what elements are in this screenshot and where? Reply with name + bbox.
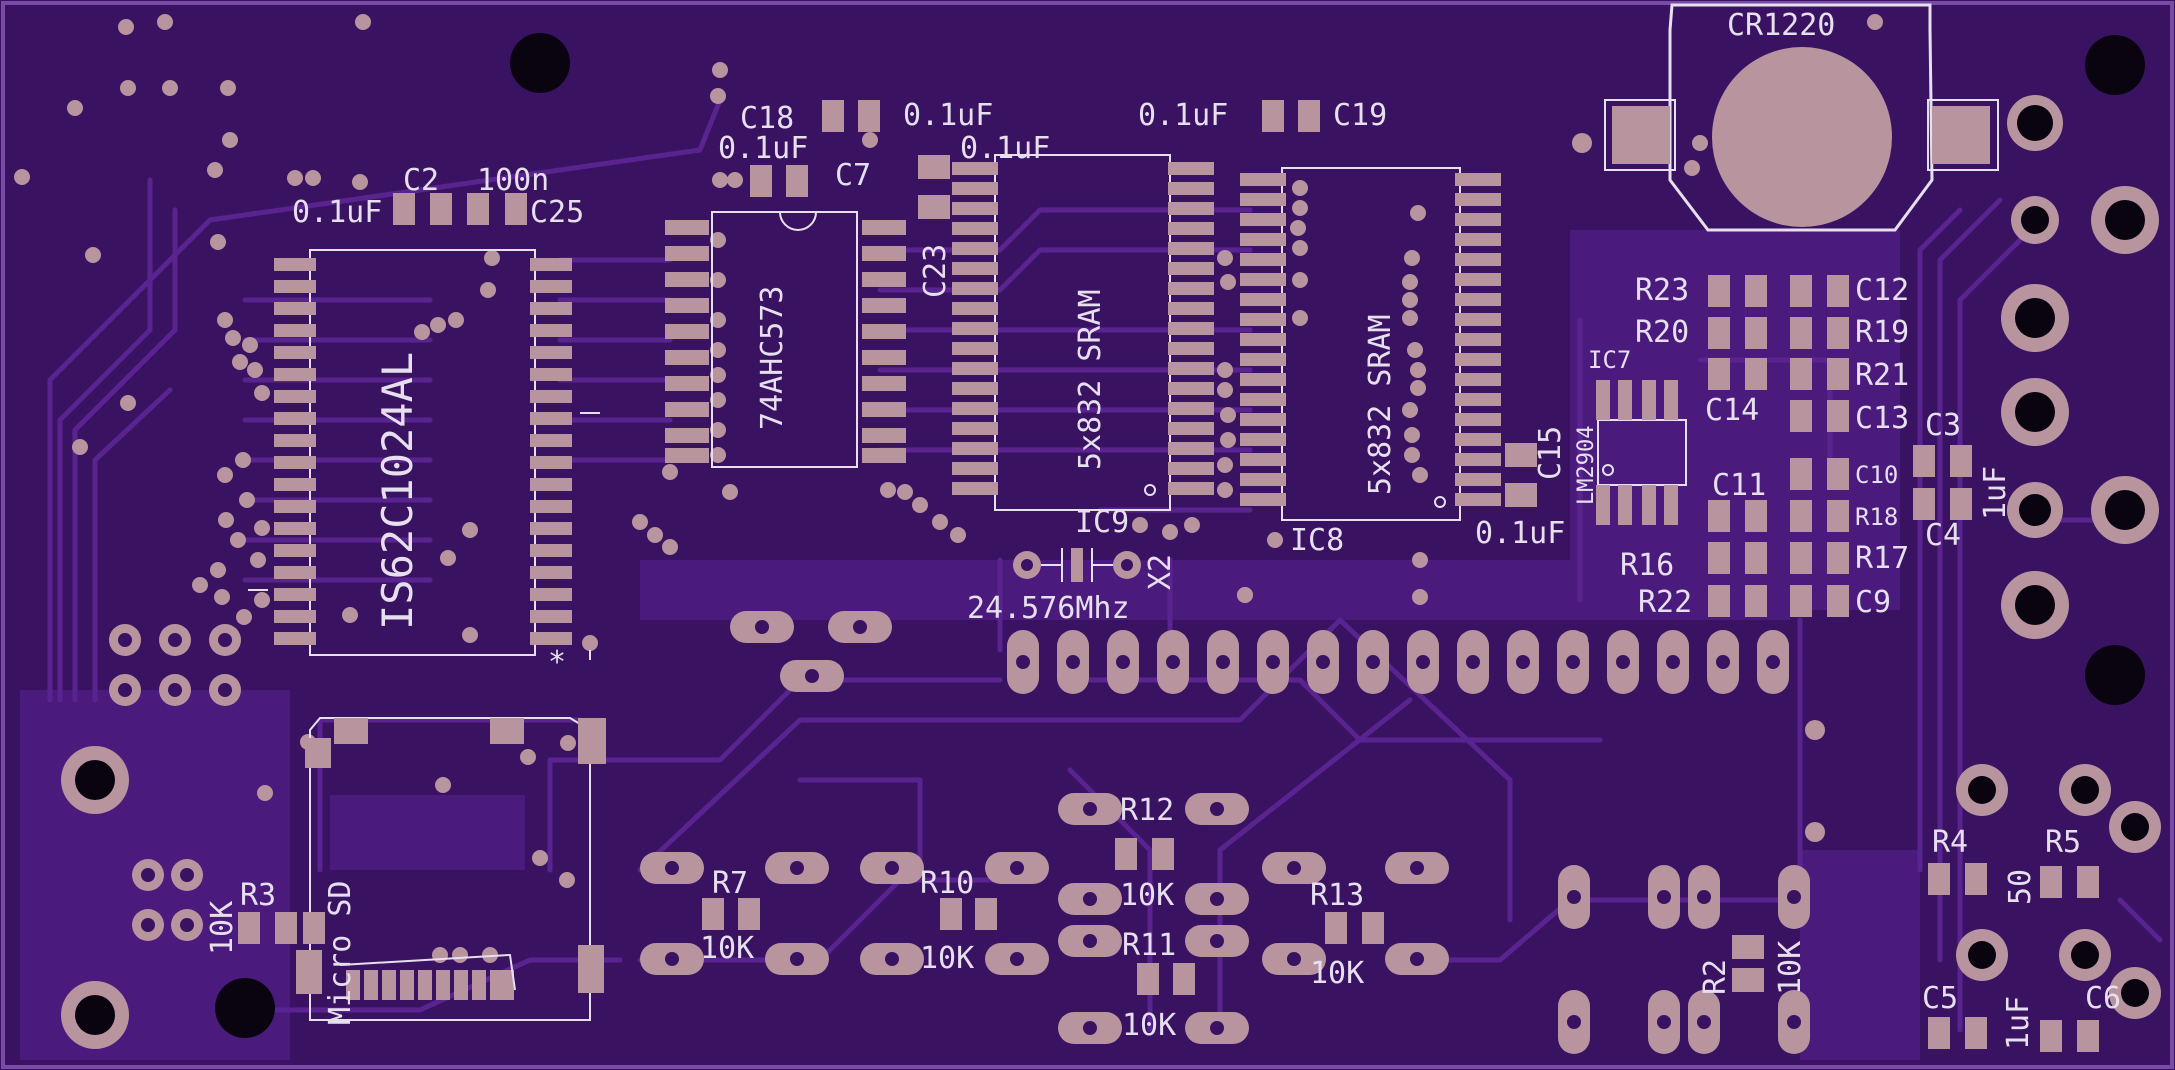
label-c15: C15 [1533, 426, 1568, 480]
label-c5c6-val: 1uF [2001, 996, 2036, 1050]
label-r12: R12 [1120, 793, 1174, 828]
label-c18: C18 [740, 101, 794, 136]
label-sram-1: 5x832 SRAM [1073, 289, 1108, 470]
label-c12: C12 [1855, 273, 1909, 308]
label-c14: C14 [1705, 393, 1759, 428]
label-c9: C9 [1855, 585, 1891, 620]
label-sram-2: 5x832 SRAM [1363, 314, 1398, 495]
label-c25: C25 [530, 195, 584, 230]
label-crystal-freq: 24.576Mhz [967, 591, 1130, 626]
label-c10: C10 [1855, 461, 1898, 489]
thru-hole-pads [109, 624, 241, 941]
label-c7-val: 0.1uF [718, 131, 808, 166]
label-r7: R7 [712, 866, 748, 901]
oval-pad-holes [665, 620, 1801, 1035]
label-x2: X2 [1143, 554, 1178, 590]
label-c11: C11 [1712, 468, 1766, 503]
copper-traces [47, 97, 2163, 1033]
mounting-holes [215, 33, 2145, 1038]
label-ic7: IC7 [1588, 346, 1631, 374]
label-r3-val: 10K [205, 901, 240, 955]
header-oval-holes [1016, 655, 1780, 669]
label-r13: R13 [1310, 878, 1364, 913]
label-r10: R10 [920, 866, 974, 901]
label-c19-val: 0.1uF [1138, 98, 1228, 133]
label-r2-val: 10K [1773, 941, 1808, 995]
label-c15-val: 0.1uF [1475, 516, 1565, 551]
ic-lm2904 [1596, 380, 1687, 525]
label-c19: C19 [1333, 98, 1387, 133]
label-r10-val: 10K [920, 941, 974, 976]
smd-passives [238, 100, 2099, 1052]
label-asterisk: * [548, 645, 566, 680]
label-r18: R18 [1855, 503, 1898, 531]
label-cr1220: CR1220 [1727, 8, 1835, 43]
ic-is62c1024al [248, 249, 600, 656]
label-r4: R4 [1932, 825, 1968, 860]
label-r20: R20 [1635, 315, 1689, 350]
ic-74ahc573 [665, 211, 906, 468]
label-r13-val: 10K [1310, 956, 1364, 991]
label-c18-val: 0.1uF [903, 98, 993, 133]
label-micro-sd: Micro SD [323, 881, 358, 1026]
label-ic8: IC8 [1290, 523, 1344, 558]
label-r19: R19 [1855, 315, 1909, 350]
label-r21: R21 [1855, 358, 1909, 393]
label-c2: C2 [403, 163, 439, 198]
label-c7: C7 [835, 158, 871, 193]
label-lm2904: LM2904 [1574, 426, 1599, 505]
label-r22: R22 [1638, 585, 1692, 620]
label-c4: C4 [1925, 518, 1961, 553]
label-r17: R17 [1855, 541, 1909, 576]
label-c2-val: 0.1uF [292, 195, 382, 230]
label-r5: R5 [2045, 825, 2081, 860]
label-r5-val: 50 [2003, 869, 2038, 905]
label-r11: R11 [1122, 928, 1176, 963]
silkscreen-labels: CR1220 C18 0.1uF 0.1uF C19 0.1uF C7 0.1u… [205, 8, 2121, 1050]
label-c5: C5 [1922, 981, 1958, 1016]
large-through-holes [61, 95, 2161, 1049]
battery-holder-cr1220 [1604, 3, 1999, 232]
label-c6: C6 [2085, 981, 2121, 1016]
label-c3c4-val: 1uF [1978, 466, 2013, 520]
label-r23: R23 [1635, 273, 1689, 308]
label-r7-val: 10K [700, 931, 754, 966]
label-c23: C23 [918, 244, 953, 298]
crystal-x2 [1013, 548, 1141, 582]
label-c13: C13 [1855, 401, 1909, 436]
ic-sram-2 [1240, 167, 1501, 521]
label-74ahc573: 74AHC573 [755, 286, 790, 431]
label-r11-val: 10K [1122, 1008, 1176, 1043]
label-r2: R2 [1698, 959, 1733, 995]
label-r12-val: 10K [1120, 878, 1174, 913]
label-ic9: IC9 [1075, 505, 1129, 540]
label-c23-top-val: 0.1uF [960, 131, 1050, 166]
label-r3: R3 [240, 878, 276, 913]
label-r16: R16 [1620, 548, 1674, 583]
label-c3: C3 [1925, 408, 1961, 443]
label-c25-val: 100n [477, 163, 549, 198]
ic-sram-1 [952, 154, 1214, 511]
micro-sd-slot [296, 717, 606, 1021]
label-is62c1024al: IS62C1024AL [373, 352, 422, 630]
